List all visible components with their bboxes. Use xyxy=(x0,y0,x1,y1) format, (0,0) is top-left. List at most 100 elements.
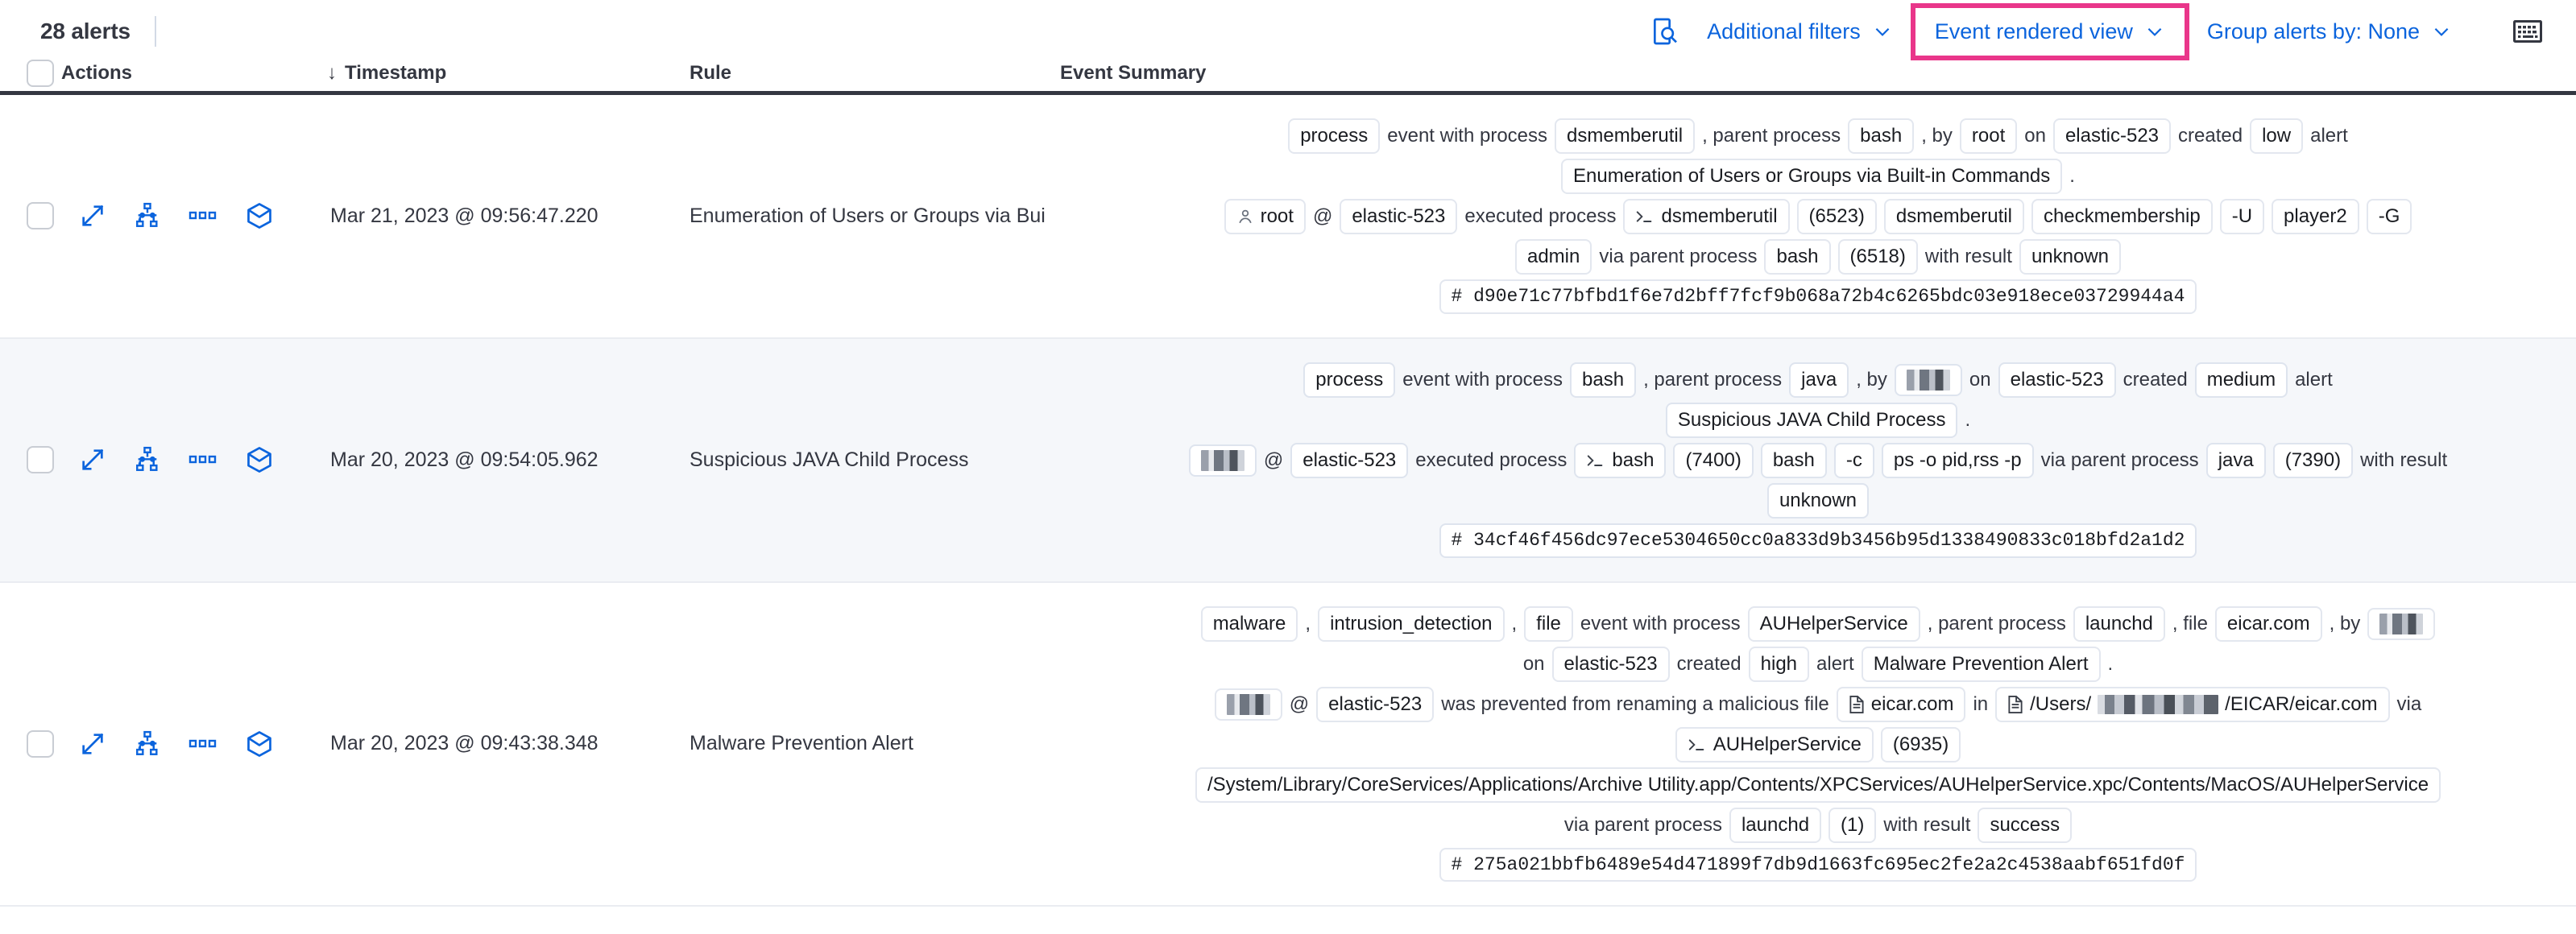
row-select-checkbox[interactable] xyxy=(27,202,54,230)
group-alerts-by-button[interactable]: Group alerts by: None xyxy=(2194,14,2465,49)
summary-badge[interactable] xyxy=(1214,688,1282,721)
badge-label: eicar.com xyxy=(2226,612,2310,634)
summary-badge[interactable]: /System/Library/CoreServices/Application… xyxy=(1195,767,2441,803)
summary-badge[interactable]: elastic-523 xyxy=(1340,199,1458,234)
analyze-event-icon[interactable] xyxy=(134,202,161,229)
summary-badge[interactable]: Enumeration of Users or Groups via Built… xyxy=(1561,159,2063,194)
row-select-checkbox[interactable] xyxy=(27,446,54,474)
more-actions-icon[interactable] xyxy=(188,452,217,468)
analyze-event-icon[interactable] xyxy=(134,730,161,758)
summary-badge[interactable]: bash xyxy=(1760,442,1827,478)
summary-badge[interactable]: elastic-523 xyxy=(1316,686,1435,722)
additional-filters-button[interactable]: Additional filters xyxy=(1694,14,1906,49)
summary-badge[interactable]: # d90e71c77bfbd1f6e7d2bff7fcf9b068a72b4c… xyxy=(1439,279,2197,314)
summary-badge[interactable]: elastic-523 xyxy=(1290,442,1409,478)
summary-badge[interactable]: root xyxy=(1959,118,2018,154)
summary-badge[interactable]: AUHelperService xyxy=(1675,726,1874,762)
summary-badge[interactable]: eicar.com xyxy=(2214,605,2322,642)
summary-badge[interactable]: Suspicious JAVA Child Process xyxy=(1665,402,1958,438)
summary-badge[interactable]: java xyxy=(2205,442,2266,478)
row-rule-name[interactable]: Enumeration of Users or Groups via Bui xyxy=(690,204,1046,227)
summary-badge[interactable]: player2 xyxy=(2272,199,2359,234)
summary-badge[interactable] xyxy=(1188,444,1257,477)
expand-icon[interactable] xyxy=(79,730,106,758)
row-actions-cell xyxy=(61,95,327,337)
summary-badge[interactable]: admin xyxy=(1514,239,1592,275)
more-actions-icon[interactable] xyxy=(188,736,217,752)
summary-badge[interactable]: success xyxy=(1978,807,2073,843)
row-timestamp: Mar 20, 2023 @ 09:54:05.962 xyxy=(330,448,598,471)
keyboard-shortcuts-button[interactable] xyxy=(2504,10,2552,52)
summary-badge[interactable]: high xyxy=(1748,646,1810,682)
summary-badge[interactable]: bash xyxy=(1848,118,1915,154)
session-view-icon[interactable] xyxy=(245,445,274,474)
expand-icon[interactable] xyxy=(79,446,106,473)
summary-badge[interactable]: -G xyxy=(2366,199,2412,234)
row-select-checkbox[interactable] xyxy=(27,729,54,758)
summary-badge[interactable]: AUHelperService xyxy=(1747,605,1920,642)
summary-badge[interactable]: process xyxy=(1303,362,1396,398)
summary-badge[interactable]: elastic-523 xyxy=(2052,118,2172,154)
summary-badge[interactable]: # 34cf46f456dc97ece5304650cc0a833d9b3456… xyxy=(1439,523,2197,558)
session-view-icon[interactable] xyxy=(245,729,274,758)
column-header-timestamp-label: Timestamp xyxy=(345,61,447,84)
table-row[interactable]: Mar 20, 2023 @ 09:54:05.962 Suspicious JA… xyxy=(0,338,2576,583)
summary-badge[interactable]: bash xyxy=(1574,442,1667,478)
summary-badge[interactable] xyxy=(1894,363,1962,396)
alerts-table: Actions ↓ Timestamp Rule Event Summary M… xyxy=(0,59,2576,907)
more-actions-icon[interactable] xyxy=(188,208,217,224)
summary-punctuation: , by xyxy=(1921,125,1953,147)
summary-text: via parent process xyxy=(1563,813,1722,836)
summary-badge[interactable]: (7390) xyxy=(2272,442,2354,478)
summary-badge[interactable]: bash xyxy=(1764,239,1831,275)
summary-badge[interactable]: (6518) xyxy=(1837,239,1918,275)
summary-badge[interactable]: unknown xyxy=(2019,239,2122,275)
select-all-checkbox[interactable] xyxy=(27,59,54,87)
event-rendered-view-button[interactable]: Event rendered view xyxy=(1930,19,2170,44)
summary-badge[interactable]: launchd xyxy=(1729,807,1822,843)
summary-badge[interactable]: # 275a021bbfb6489e54d471899f7db9d1663fc6… xyxy=(1439,847,2197,882)
summary-badge[interactable]: dsmemberutil xyxy=(1883,199,2024,234)
row-actions-cell xyxy=(61,583,327,906)
summary-badge[interactable]: medium xyxy=(2194,362,2288,398)
badge-path-prefix: /Users/ xyxy=(2030,692,2092,715)
summary-badge[interactable]: eicar.com xyxy=(1836,686,1966,722)
summary-badge[interactable]: launchd xyxy=(2073,605,2165,642)
summary-badge[interactable]: (6935) xyxy=(1880,726,1961,762)
summary-badge[interactable]: low xyxy=(2250,118,2304,154)
summary-badge[interactable]: unknown xyxy=(1766,482,1870,519)
summary-badge[interactable]: root xyxy=(1224,199,1306,234)
summary-badge[interactable]: malware xyxy=(1200,605,1298,642)
summary-badge[interactable]: elastic-523 xyxy=(1551,646,1670,682)
inspect-search-icon[interactable] xyxy=(1646,13,1683,50)
summary-badge[interactable]: -c xyxy=(1833,442,1874,478)
analyze-event-icon[interactable] xyxy=(134,446,161,473)
summary-badge[interactable] xyxy=(2367,607,2436,640)
summary-badge[interactable]: Malware Prevention Alert xyxy=(1861,646,2101,682)
summary-badge[interactable]: (6523) xyxy=(1796,199,1877,234)
summary-badge[interactable]: intrusion_detection xyxy=(1318,605,1505,642)
column-header-timestamp[interactable]: ↓ Timestamp xyxy=(327,62,690,85)
session-view-icon[interactable] xyxy=(245,201,274,230)
summary-badge[interactable]: (1) xyxy=(1828,807,1877,843)
summary-badge[interactable]: bash xyxy=(1570,362,1637,398)
summary-badge[interactable]: /Users//EICAR/eicar.com xyxy=(1995,686,2390,722)
summary-text: executed process xyxy=(1464,205,1617,227)
row-rule-name[interactable]: Suspicious JAVA Child Process xyxy=(690,448,969,471)
expand-icon[interactable] xyxy=(79,202,106,229)
summary-badge[interactable]: ps -o pid,rss -p xyxy=(1881,442,2034,478)
summary-badge[interactable]: elastic-523 xyxy=(1998,362,2116,398)
summary-badge[interactable]: (7400) xyxy=(1673,442,1754,478)
summary-badge[interactable]: checkmembership xyxy=(2031,199,2213,234)
summary-badge[interactable]: process xyxy=(1288,118,1381,154)
row-rule-name[interactable]: Malware Prevention Alert xyxy=(690,732,913,755)
summary-badge[interactable]: dsmemberutil xyxy=(1555,118,1696,154)
summary-badge[interactable]: dsmemberutil xyxy=(1623,199,1790,234)
summary-badge[interactable]: -U xyxy=(2219,199,2265,234)
summary-badge[interactable]: java xyxy=(1789,362,1849,398)
summary-badge[interactable]: file xyxy=(1524,605,1573,642)
